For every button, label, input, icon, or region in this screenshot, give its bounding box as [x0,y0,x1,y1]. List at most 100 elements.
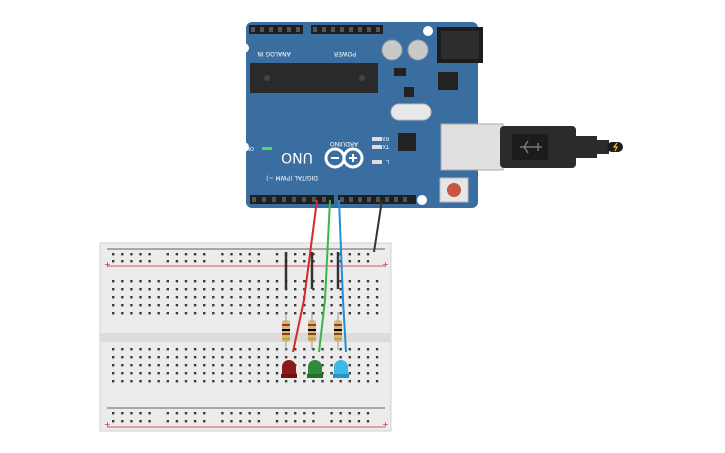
breadboard-hole[interactable] [330,348,333,351]
breadboard-hole[interactable] [284,296,288,299]
breadboard-hole[interactable] [166,348,169,351]
breadboard-hole[interactable] [184,280,188,283]
breadboard-hole[interactable] [284,412,288,415]
wire-blue[interactable] [338,199,347,353]
breadboard-hole[interactable] [375,312,379,315]
breadboard-hole[interactable] [266,356,270,359]
breadboard-hole[interactable] [321,296,324,299]
breadboard-hole[interactable] [366,288,370,291]
breadboard-hole[interactable] [330,412,333,415]
breadboard-hole[interactable] [166,364,169,367]
breadboard-hole[interactable] [312,280,315,283]
breadboard-hole[interactable] [184,356,188,359]
breadboard-hole[interactable] [275,304,279,307]
breadboard-hole[interactable] [312,380,315,383]
breadboard-hole[interactable] [148,372,151,375]
breadboard-hole[interactable] [130,288,133,291]
breadboard-hole[interactable] [166,420,169,423]
breadboard-hole[interactable] [221,420,224,423]
breadboard-hole[interactable] [157,372,160,375]
breadboard-hole[interactable] [339,304,342,307]
breadboard-hole[interactable] [239,348,242,351]
breadboard-hole[interactable] [203,253,206,256]
breadboard-hole[interactable] [130,348,133,351]
breadboard-hole[interactable] [112,364,115,367]
breadboard-hole[interactable] [230,280,233,283]
breadboard-hole[interactable] [339,356,342,359]
breadboard-hole[interactable] [257,380,260,383]
breadboard-hole[interactable] [294,296,297,299]
breadboard-hole[interactable] [366,348,370,351]
breadboard-hole[interactable] [330,356,333,359]
breadboard-hole[interactable] [248,364,251,367]
breadboard-hole[interactable] [112,280,115,283]
breadboard-hole[interactable] [239,356,242,359]
breadboard-hole[interactable] [303,356,306,359]
breadboard-hole[interactable] [339,312,342,315]
breadboard-hole[interactable] [157,356,160,359]
breadboard-hole[interactable] [366,312,370,315]
breadboard-hole[interactable] [266,280,270,283]
breadboard-hole[interactable] [339,380,342,383]
breadboard-hole[interactable] [321,304,324,307]
breadboard-hole[interactable] [212,364,215,367]
breadboard-hole[interactable] [257,304,260,307]
breadboard-hole[interactable] [294,412,297,415]
breadboard-hole[interactable] [175,280,179,283]
breadboard-hole[interactable] [157,280,160,283]
breadboard-hole[interactable] [294,260,297,263]
breadboard-hole[interactable] [275,380,279,383]
breadboard-hole[interactable] [121,312,124,315]
breadboard-hole[interactable] [121,348,124,351]
breadboard-hole[interactable] [166,304,169,307]
breadboard-hole[interactable] [266,288,270,291]
breadboard-hole[interactable] [193,280,197,283]
breadboard-hole[interactable] [130,253,133,256]
breadboard-hole[interactable] [275,372,279,375]
breadboard-hole[interactable] [348,304,351,307]
breadboard-hole[interactable] [275,280,279,283]
breadboard-hole[interactable] [348,380,351,383]
breadboard-hole[interactable] [193,372,197,375]
breadboard-hole[interactable] [375,372,379,375]
breadboard-hole[interactable] [257,253,260,256]
breadboard-hole[interactable] [230,348,233,351]
wire-green[interactable] [318,199,331,353]
breadboard-hole[interactable] [212,356,215,359]
breadboard-hole[interactable] [257,420,260,423]
breadboard-hole[interactable] [321,364,324,367]
breadboard-hole[interactable] [121,296,124,299]
breadboard-hole[interactable] [166,380,169,383]
breadboard-hole[interactable] [157,364,160,367]
breadboard-hole[interactable] [357,280,361,283]
breadboard-hole[interactable] [121,356,124,359]
breadboard-hole[interactable] [357,412,361,415]
breadboard-hole[interactable] [239,253,242,256]
breadboard-hole[interactable] [303,280,306,283]
breadboard-hole[interactable] [193,364,197,367]
breadboard-hole[interactable] [148,253,151,256]
breadboard-hole[interactable] [248,260,251,263]
breadboard-hole[interactable] [294,288,297,291]
breadboard-hole[interactable] [257,280,260,283]
breadboard-hole[interactable] [221,312,224,315]
breadboard-hole[interactable] [157,380,160,383]
breadboard-hole[interactable] [139,288,142,291]
breadboard-hole[interactable] [184,260,188,263]
breadboard-hole[interactable] [257,260,260,263]
breadboard-hole[interactable] [130,380,133,383]
breadboard-hole[interactable] [266,372,270,375]
breadboard-hole[interactable] [130,280,133,283]
breadboard-hole[interactable] [139,253,142,256]
breadboard-hole[interactable] [221,348,224,351]
breadboard-hole[interactable] [303,412,306,415]
breadboard-hole[interactable] [193,296,197,299]
breadboard-hole[interactable] [366,364,370,367]
breadboard-hole[interactable] [239,380,242,383]
resistor[interactable] [308,312,316,350]
breadboard-hole[interactable] [121,260,124,263]
wire-red[interactable] [292,199,318,353]
breadboard-hole[interactable] [348,364,351,367]
breadboard-hole[interactable] [121,380,124,383]
breadboard-hole[interactable] [139,304,142,307]
